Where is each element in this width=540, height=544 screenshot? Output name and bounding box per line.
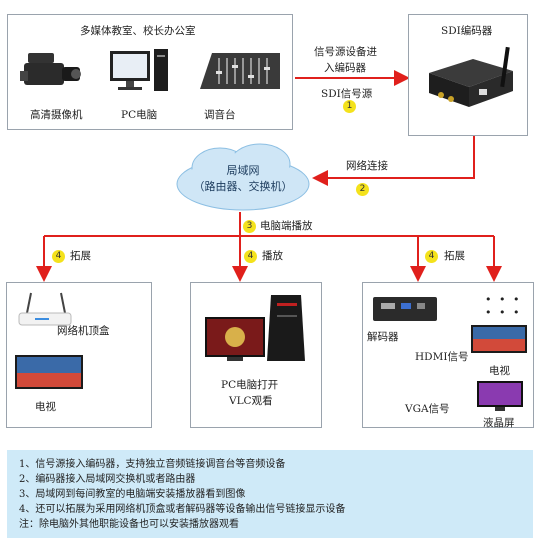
pc-label: PC电脑 [121, 109, 158, 121]
step-badge-4-left: 4 [52, 250, 65, 263]
camera-label: 高清摄像机 [30, 109, 83, 121]
mid-box-line1: PC电脑打开 [221, 379, 279, 391]
mixer-icon [200, 53, 280, 89]
pc-play-label: 电脑端播放 [260, 220, 313, 232]
note-1: 1、信号源接入编码器，支持独立音频链接调音台等音频设备 [19, 459, 286, 470]
expand-label-right: 拓展 [444, 250, 465, 262]
network-connect-label: 网络连接 [346, 160, 388, 172]
arrow-encoder-to-network [312, 136, 475, 186]
set-top-box-icon [18, 292, 72, 326]
network-title: 局域网 [226, 164, 260, 177]
network-cloud-icon [176, 143, 310, 211]
encoder-device-icon [429, 46, 513, 107]
left-box: 网络机顶盒 电视 [6, 282, 152, 428]
left-tv-icon [15, 355, 83, 389]
expand-label-left: 拓展 [70, 250, 91, 262]
encoder-box: SDI编码器 [408, 14, 528, 136]
signal-label-line2: 入编码器 [324, 62, 366, 74]
lcd-label: 液晶屏 [483, 417, 515, 429]
step-badge-4-mid: 4 [244, 250, 257, 263]
decoder-label: 解码器 [367, 331, 399, 343]
decoder-port-dots: • • • • • • [485, 293, 522, 319]
network-subtitle: （路由器、交换机） [193, 180, 293, 193]
step-badge-3: 3 [243, 220, 256, 233]
note-5: 注：除电脑外其他职能设备也可以安装播放器观看 [19, 519, 239, 530]
step-badge-2: 2 [356, 183, 369, 196]
source-box: 多媒体教室、校长办公室 高清摄像机 PC电脑 调音台 [7, 14, 293, 130]
mid-box: PC电脑打开 VLC观看 [190, 282, 322, 428]
vga-label: VGA信号 [405, 403, 450, 415]
note-3: 3、局域网到每间教室的电脑端安装播放器看到图像 [19, 489, 246, 500]
mixer-label: 调音台 [204, 109, 236, 121]
right-tv-label: 电视 [489, 365, 510, 377]
play-label-mid: 播放 [262, 250, 283, 262]
camera-icon [20, 53, 81, 85]
note-2: 2、编码器接入局域网交换机或者路由器 [19, 474, 196, 485]
signal-label-line1: 信号源设备进 [314, 46, 377, 58]
step-badge-1: 1 [343, 100, 356, 113]
mid-box-line2: VLC观看 [229, 395, 273, 407]
encoder-title: SDI编码器 [441, 25, 493, 37]
note-4: 4、还可以拓展为采用网络机顶盒或者解码器等设备输出信号链接显示设备 [19, 504, 346, 515]
hdmi-label: HDMI信号 [415, 351, 469, 363]
set-top-box-label: 网络机顶盒 [57, 325, 110, 337]
gaming-pc-icon [205, 295, 305, 361]
left-tv-label: 电视 [35, 401, 56, 413]
pc-icon [110, 49, 168, 91]
notes-panel: 1、信号源接入编码器，支持独立音频链接调音台等音频设备 2、编码器接入局域网交换… [7, 450, 533, 538]
step-badge-4-right: 4 [425, 250, 438, 263]
source-box-title: 多媒体教室、校长办公室 [80, 25, 196, 37]
right-tv-icon [471, 325, 527, 353]
signal-label-line3: SDI信号源 [321, 88, 373, 100]
right-box: 解码器 • • • • • • HDMI信号 电视 VGA信号 液晶屏 [362, 282, 534, 429]
decoder-device-icon [373, 297, 437, 321]
lcd-monitor-icon [477, 381, 523, 411]
